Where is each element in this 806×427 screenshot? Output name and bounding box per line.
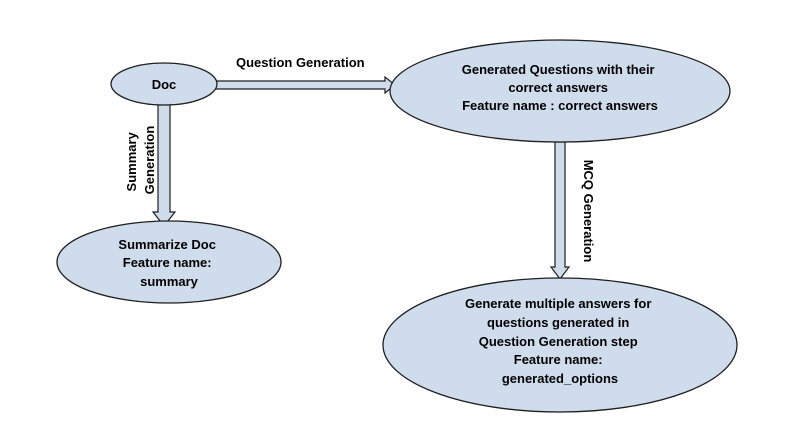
node-summarize-doc: Summarize Doc Feature name: summary [56, 220, 282, 304]
node-doc-label: Doc [152, 77, 177, 92]
node-generate-options-label: Generate multiple answers for questions … [465, 296, 655, 386]
edge-label-question-generation: Question Generation [236, 55, 365, 70]
arrow-doc-to-generated-questions [213, 75, 396, 95]
node-generated-questions-label: Generated Questions with their correct a… [462, 62, 659, 113]
node-summarize-doc-label: Summarize Doc Feature name: summary [118, 237, 219, 289]
arrow-doc-to-summary [151, 103, 177, 227]
arrow-questions-to-options [549, 141, 571, 280]
node-doc: Doc [110, 62, 218, 106]
node-generate-options: Generate multiple answers for questions … [382, 277, 738, 413]
edge-label-mcq-generation: MCQ Generation [581, 160, 596, 263]
edge-label-summary-generation: Summary Generation [124, 126, 157, 195]
node-generated-questions: Generated Questions with their correct a… [389, 39, 731, 143]
